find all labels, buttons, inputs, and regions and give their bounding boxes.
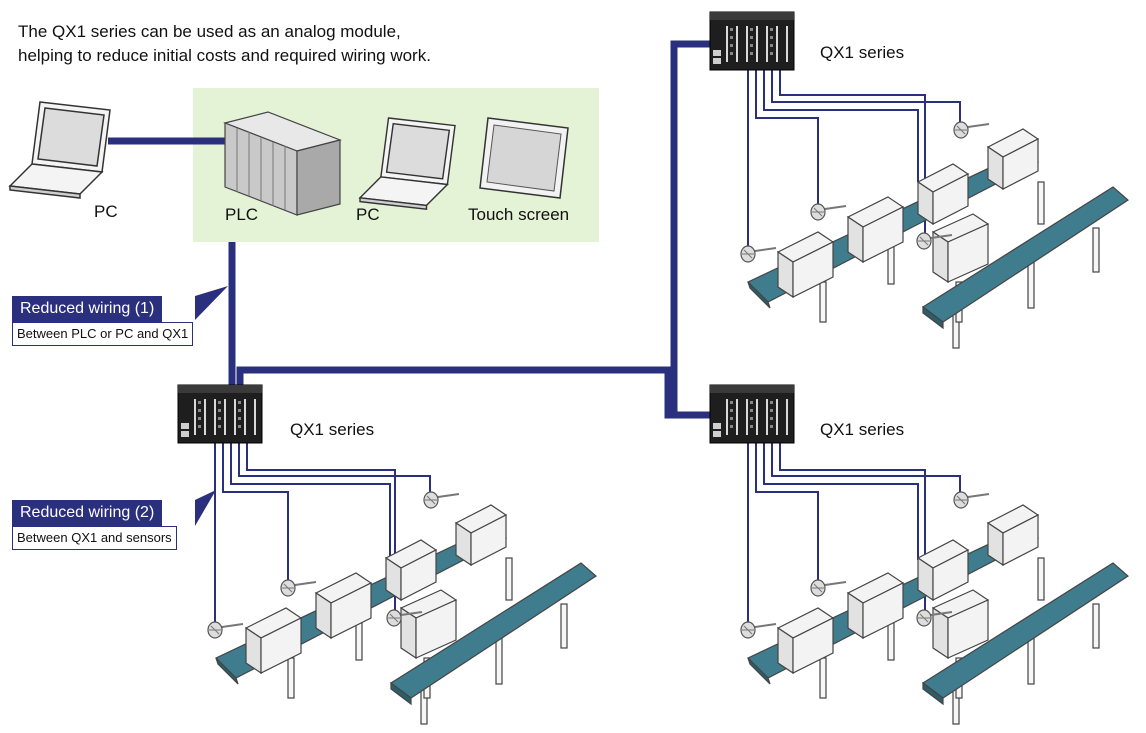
- pc-laptop-left: [9, 101, 111, 199]
- touch-screen-device: [479, 117, 569, 199]
- label-qx1-left: QX1 series: [290, 420, 374, 439]
- qx1-module-left: [177, 384, 263, 444]
- callout-2-detail: Between QX1 and sensors: [12, 526, 177, 550]
- callout-1-title: Reduced wiring (1): [12, 296, 163, 322]
- callout-reduced-wiring-1: Reduced wiring (1) Between PLC or PC and…: [12, 296, 194, 346]
- qx1-module-top: [709, 11, 795, 71]
- label-pc-center: PC: [356, 205, 380, 224]
- callout-1-detail: Between PLC or PC and QX1: [12, 322, 194, 346]
- conveyor-system-top: [747, 128, 1129, 349]
- label-pc-left: PC: [94, 202, 118, 221]
- qx1-module-right: [709, 384, 795, 444]
- sensor-wires: [214, 70, 961, 632]
- label-plc: PLC: [225, 205, 258, 224]
- callout-pointer-2: [195, 490, 216, 526]
- label-qx1-top: QX1 series: [820, 43, 904, 62]
- label-touch-screen: Touch screen: [468, 205, 569, 224]
- network-cables: [108, 40, 714, 419]
- intro-line-1: The QX1 series can be used as an analog …: [18, 22, 401, 41]
- callout-pointer-1: [195, 286, 228, 320]
- label-qx1-right: QX1 series: [820, 420, 904, 439]
- callout-reduced-wiring-2: Reduced wiring (2) Between QX1 and senso…: [12, 500, 177, 550]
- plc-unit: [223, 111, 342, 216]
- intro-text: The QX1 series can be used as an analog …: [18, 20, 431, 68]
- intro-line-2: helping to reduce initial costs and requ…: [18, 46, 431, 65]
- callout-2-title: Reduced wiring (2): [12, 500, 163, 526]
